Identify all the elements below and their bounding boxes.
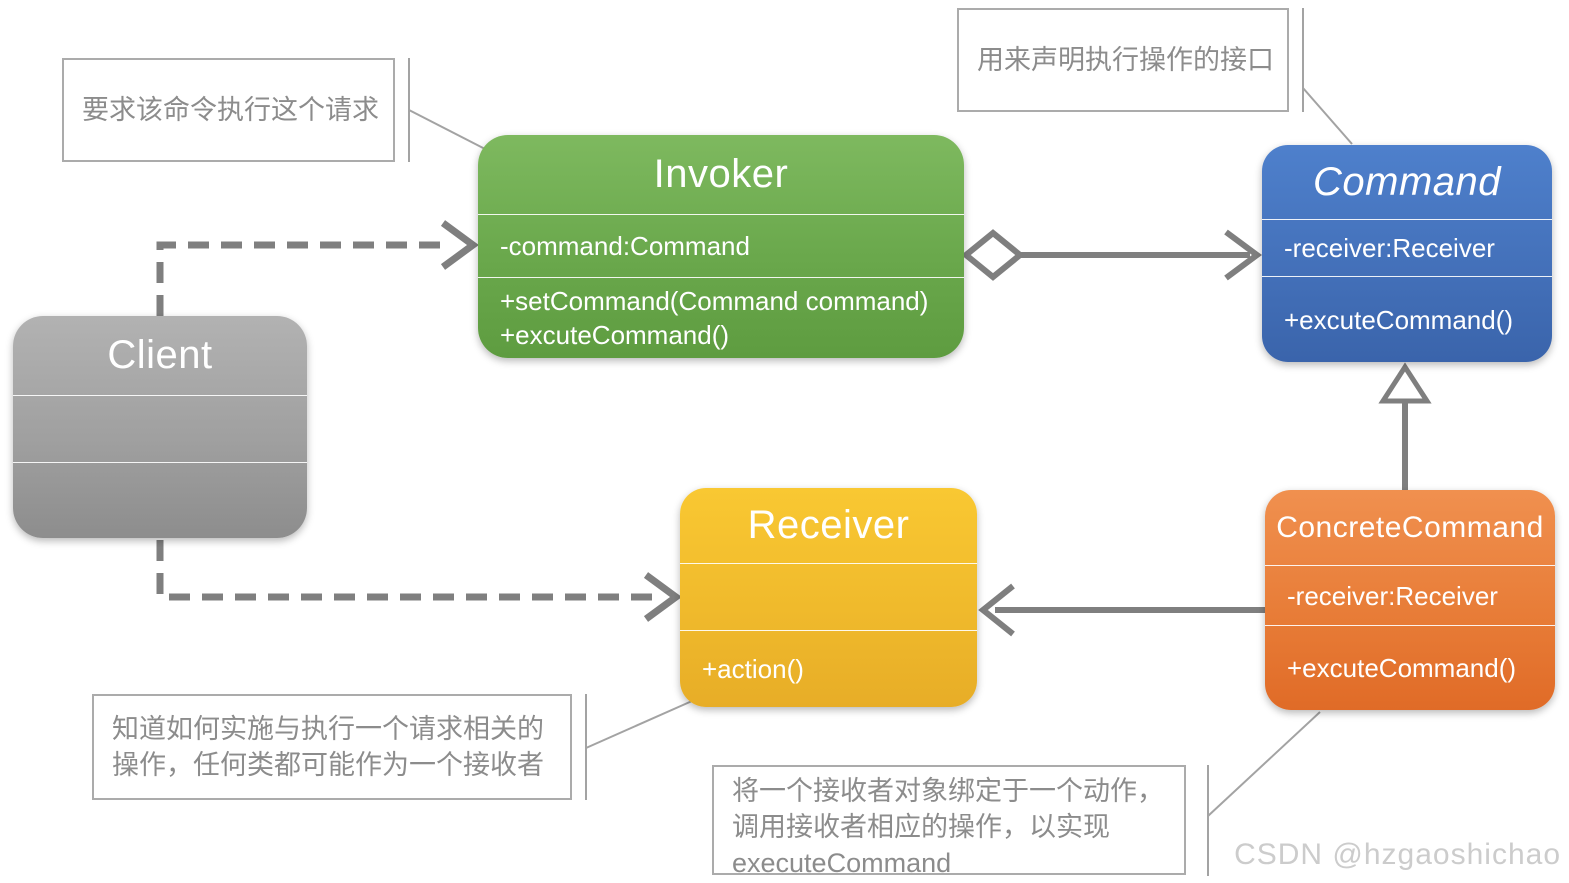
note-connector-receiver [585, 694, 693, 800]
note-text: 用来声明执行操作的接口 [977, 45, 1274, 75]
attribute: -receiver:Receiver [1287, 580, 1498, 611]
note-connector-invoker [408, 58, 488, 162]
class-methods: +action() [680, 630, 977, 707]
class-attributes [680, 563, 977, 630]
class-attributes: -command:Command [478, 214, 964, 277]
note-text: 知道如何实施与执行一个请求相关的 [112, 714, 544, 744]
class-concrete-command: ConcreteCommand -receiver:Receiver +excu… [1265, 490, 1555, 710]
attribute: -command:Command [500, 231, 750, 261]
class-title: ConcreteCommand [1276, 510, 1544, 544]
class-methods [13, 462, 307, 538]
class-attributes: -receiver:Receiver [1265, 565, 1555, 625]
attribute: -receiver:Receiver [1284, 233, 1495, 263]
aggregation-diamond-icon [961, 229, 1025, 281]
csdn-watermark: CSDN @hzgaoshichao [1234, 838, 1561, 871]
note-text: 操作，任何类都可能作为一个接收者 [112, 750, 544, 780]
note-receiver: 知道如何实施与执行一个请求相关的 操作，任何类都可能作为一个接收者 [92, 694, 572, 800]
note-text: 将一个接收者对象绑定于一个动作， [732, 776, 1164, 806]
note-text: 调用接收者相应的操作，以实现 [732, 812, 1110, 842]
class-methods: +excuteCommand() [1265, 625, 1555, 710]
client-invoker-dashed-arrow [156, 220, 479, 316]
arrowhead-icon [978, 583, 1015, 637]
note-concrete-command: 将一个接收者对象绑定于一个动作， 调用接收者相应的操作，以实现 executeC… [712, 765, 1186, 878]
arrowhead-icon [1224, 229, 1263, 281]
class-attributes [13, 395, 307, 462]
method: +setCommand(Command command) [500, 286, 929, 316]
note-text: executeCommand [732, 848, 952, 878]
client-receiver-dashed-arrow [156, 540, 682, 622]
concrete-receiver-arrow [978, 583, 1265, 637]
note-command: 用来声明执行操作的接口 [957, 8, 1289, 112]
note-connector-concrete-command [1207, 711, 1321, 876]
inheritance-triangle-icon [1378, 362, 1432, 404]
class-methods: +setCommand(Command command) +excuteComm… [478, 277, 964, 358]
method: +excuteCommand() [1287, 653, 1517, 683]
class-receiver: Receiver +action() [680, 488, 977, 707]
class-invoker: Invoker -command:Command +setCommand(Com… [478, 135, 964, 358]
arrowhead-icon [440, 220, 479, 270]
class-methods: +excuteCommand() [1262, 276, 1552, 362]
arrowhead-icon [643, 572, 682, 622]
method: +excuteCommand() [500, 320, 730, 350]
class-title: Client [107, 333, 213, 377]
class-title: Invoker [653, 152, 789, 196]
invoker-command-aggregation [961, 229, 1263, 281]
method: +action() [702, 654, 804, 684]
concrete-command-inheritance [1378, 362, 1432, 490]
note-text: 要求该命令执行这个请求 [82, 95, 379, 125]
class-attributes: -receiver:Receiver [1262, 219, 1552, 276]
class-client: Client [13, 316, 307, 538]
note-invoker: 要求该命令执行这个请求 [62, 58, 395, 162]
class-title: Command [1312, 159, 1501, 204]
note-connector-command [1302, 8, 1353, 145]
method: +excuteCommand() [1284, 304, 1514, 335]
class-title: Receiver [747, 503, 910, 547]
class-command: Command -receiver:Receiver +excuteComman… [1262, 145, 1552, 362]
